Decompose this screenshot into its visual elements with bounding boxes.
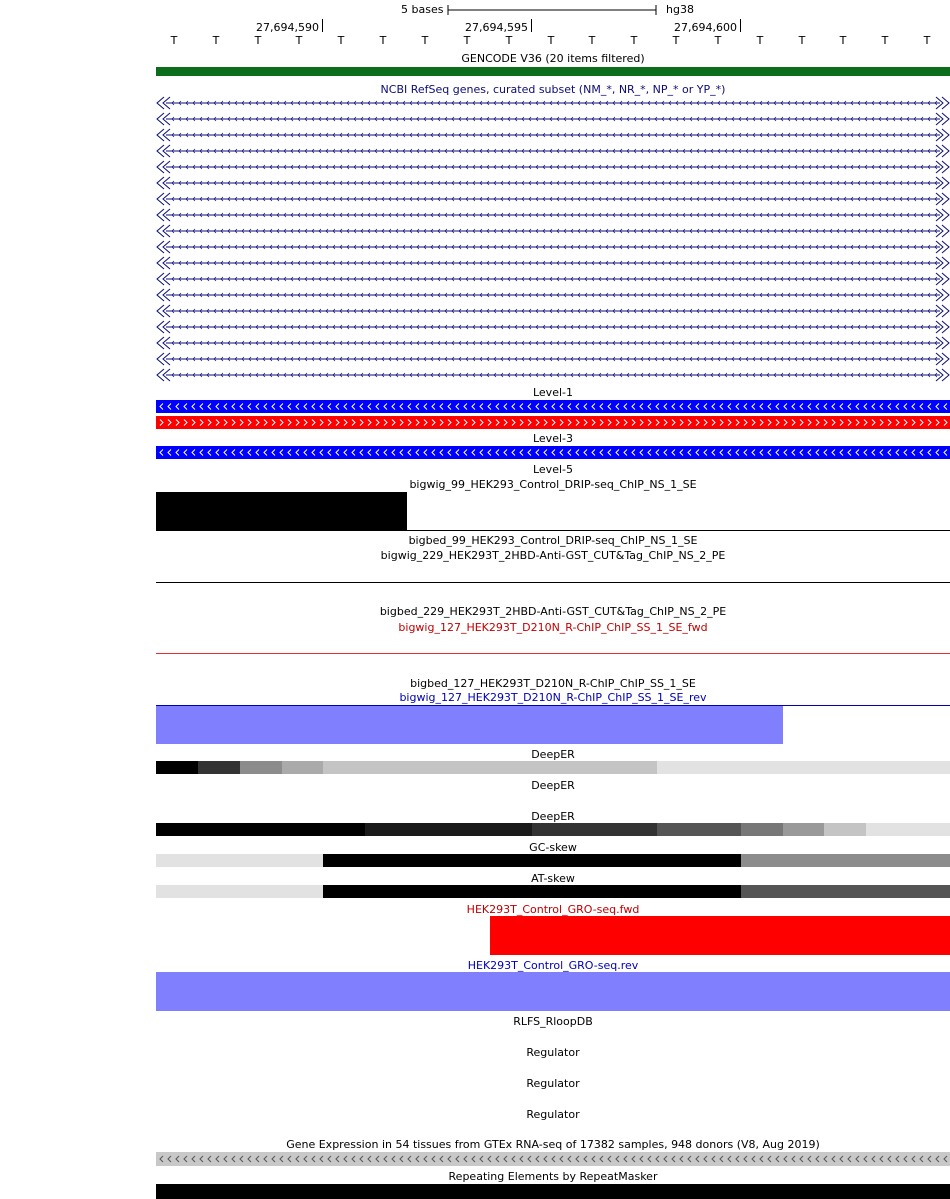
sequence-row: T T T T T T T T T T T T T T T T T T T: [0, 0, 950, 50]
gro-fwd-label[interactable]: HEK293T_Control_GRO-seq.fwd: [466, 903, 640, 916]
bigwig229-label[interactable]: bigwig_229_HEK293T_2HBD-Anti-GST_CUT&Tag…: [380, 549, 726, 562]
deeper2-label[interactable]: DeepER: [531, 779, 575, 792]
bigwig229-baseline: [156, 582, 950, 583]
gcskew-heatmap: [156, 854, 950, 868]
gtex-label[interactable]: Gene Expression in 54 tissues from GTEx …: [286, 1138, 820, 1151]
ruler: 5 bases hg38 27,694,590 27,694,595 27,69…: [0, 0, 950, 34]
base: T: [881, 34, 889, 47]
regulator2-label[interactable]: Regulator: [526, 1077, 580, 1090]
base: T: [337, 34, 345, 47]
base: T: [295, 34, 303, 47]
refseq-transcript[interactable]: [156, 160, 950, 174]
base: T: [923, 34, 931, 47]
tick-mark: [322, 19, 323, 32]
base: T: [714, 34, 722, 47]
refseq-transcript[interactable]: [156, 304, 950, 318]
base: T: [170, 34, 178, 47]
base: T: [756, 34, 764, 47]
refseq-transcript[interactable]: [156, 272, 950, 286]
deeper3-label[interactable]: DeepER: [531, 810, 575, 823]
bigwig127-fwd-baseline: [156, 653, 950, 654]
base: T: [463, 34, 471, 47]
atskew-heatmap: [156, 885, 950, 899]
bigwig99-signal: [156, 492, 407, 530]
gcskew-label[interactable]: GC-skew: [529, 841, 577, 854]
refseq-transcript[interactable]: [156, 240, 950, 254]
refseq-transcript[interactable]: [156, 320, 950, 334]
base: T: [672, 34, 680, 47]
gro-rev-label[interactable]: HEK293T_Control_GRO-seq.rev: [467, 959, 639, 972]
bigbed99-label[interactable]: bigbed_99_HEK293_Control_DRIP-seq_ChIP_N…: [408, 534, 698, 547]
refseq-transcript[interactable]: [156, 192, 950, 206]
refseq-transcript[interactable]: [156, 352, 950, 366]
bigwig99-label[interactable]: bigwig_99_HEK293_Control_DRIP-seq_ChIP_N…: [409, 478, 697, 491]
deeper3-heatmap: [156, 823, 950, 837]
base: T: [588, 34, 596, 47]
base: T: [798, 34, 806, 47]
assembly-label: hg38: [666, 3, 694, 16]
refseq-transcript[interactable]: [156, 208, 950, 222]
bigwig127-rev-topline: [156, 705, 950, 706]
refseq-transcript[interactable]: [156, 288, 950, 302]
level2-feature[interactable]: [156, 416, 950, 429]
base: T: [254, 34, 262, 47]
level5-label[interactable]: Level-5: [532, 463, 573, 476]
base: T: [630, 34, 638, 47]
atskew-label[interactable]: AT-skew: [531, 872, 575, 885]
bigwig127-fwd-label[interactable]: bigwig_127_HEK293T_D210N_R-ChIP_ChIP_SS_…: [398, 621, 708, 634]
gro-rev-signal: [156, 972, 950, 1011]
level3-feature[interactable]: [156, 446, 950, 459]
base: T: [421, 34, 429, 47]
level1-label[interactable]: Level-1: [532, 386, 573, 399]
deeper1-heatmap: [156, 761, 950, 775]
deeper1-label[interactable]: DeepER: [531, 748, 575, 761]
bigbed229-label[interactable]: bigbed_229_HEK293T_2HBD-Anti-GST_CUT&Tag…: [379, 605, 727, 618]
bigwig127-rev-signal: [156, 706, 783, 744]
refseq-transcript[interactable]: [156, 128, 950, 142]
refseq-track-label[interactable]: NCBI RefSeq genes, curated subset (NM_*,…: [380, 83, 726, 96]
position-tick: 27,694,600: [674, 21, 737, 34]
refseq-transcript[interactable]: [156, 144, 950, 158]
level3-label[interactable]: Level-3: [532, 432, 573, 445]
rlfs-label[interactable]: RLFS_RloopDB: [513, 1015, 593, 1028]
position-tick: 27,694,595: [465, 21, 528, 34]
refseq-transcript[interactable]: [156, 96, 950, 110]
refseq-transcript[interactable]: [156, 176, 950, 190]
refseq-transcript[interactable]: [156, 112, 950, 126]
tick-mark: [531, 19, 532, 32]
gtex-feature[interactable]: [156, 1152, 950, 1166]
base: T: [839, 34, 847, 47]
bigwig127-rev-label[interactable]: bigwig_127_HEK293T_D210N_R-ChIP_ChIP_SS_…: [399, 691, 707, 704]
regulator1-label[interactable]: Regulator: [526, 1046, 580, 1059]
gro-fwd-signal: [490, 916, 950, 955]
base: T: [212, 34, 220, 47]
refseq-transcript[interactable]: [156, 224, 950, 238]
refseq-transcript[interactable]: [156, 256, 950, 270]
scale-bar: [447, 5, 657, 15]
base: T: [379, 34, 387, 47]
refseq-transcript[interactable]: [156, 368, 950, 382]
tick-mark: [740, 19, 741, 32]
gencode-feature[interactable]: [156, 67, 950, 76]
level1-feature[interactable]: [156, 400, 950, 413]
position-tick: 27,694,590: [256, 21, 319, 34]
gencode-track-label[interactable]: GENCODE V36 (20 items filtered): [461, 52, 645, 65]
repeatmasker-label[interactable]: Repeating Elements by RepeatMasker: [448, 1170, 658, 1183]
bigbed127-label[interactable]: bigbed_127_HEK293T_D210N_R-ChIP_ChIP_SS_…: [410, 677, 696, 690]
base: T: [547, 34, 555, 47]
regulator3-label[interactable]: Regulator: [526, 1108, 580, 1121]
repeatmasker-feature[interactable]: [156, 1184, 950, 1199]
bigwig99-baseline: [156, 530, 950, 531]
refseq-transcripts[interactable]: [156, 96, 950, 384]
refseq-transcript[interactable]: [156, 336, 950, 350]
base: T: [505, 34, 513, 47]
scale-label: 5 bases: [401, 3, 444, 16]
